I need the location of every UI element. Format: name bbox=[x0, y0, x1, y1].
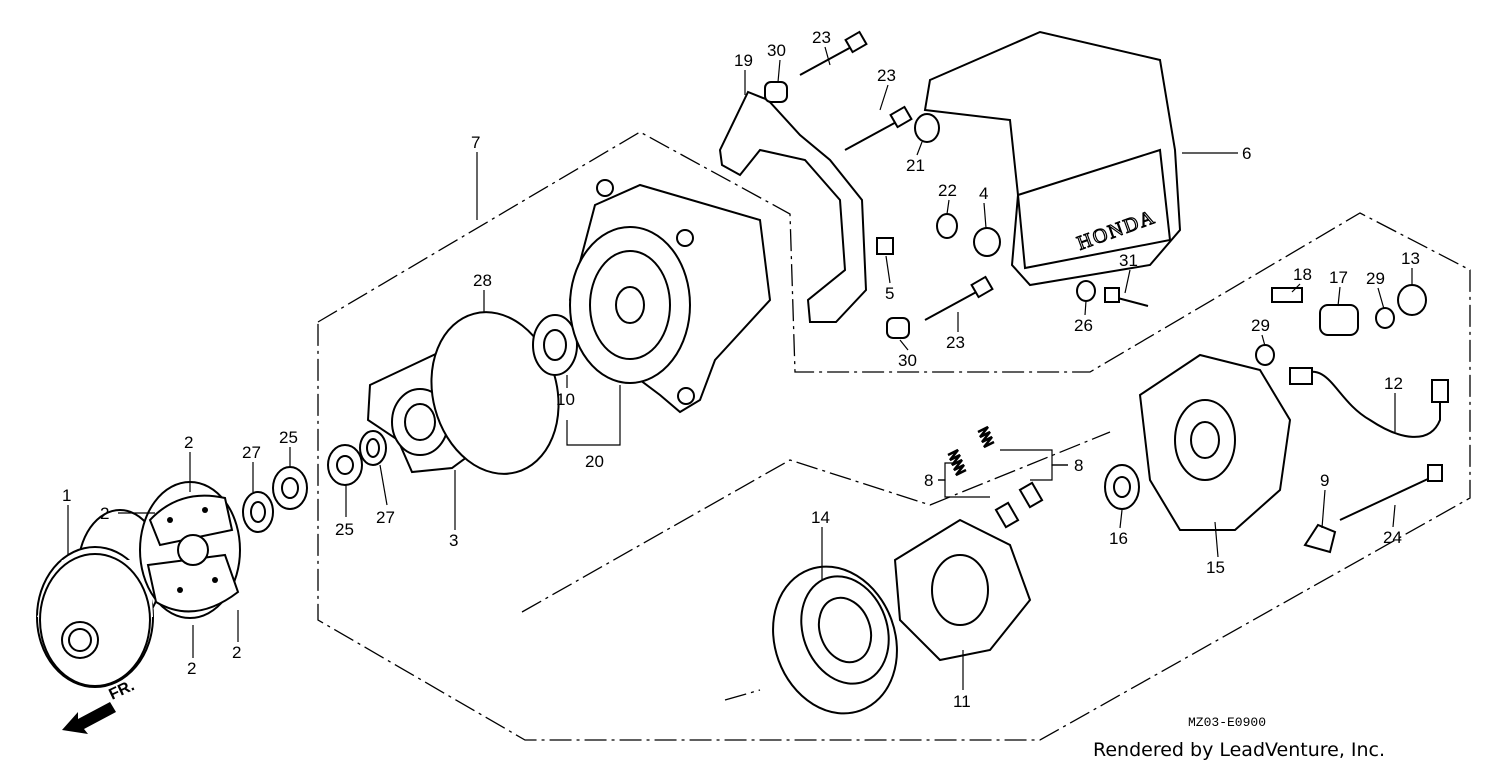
label-27b: 27 bbox=[376, 508, 395, 527]
small-fasteners bbox=[764, 81, 1149, 339]
label-30a: 30 bbox=[767, 41, 786, 60]
part-number-labels: 1 2 2 2 2 2 27 25 25 27 3 28 10 20 7 19 … bbox=[62, 28, 1420, 711]
label-8a: 8 bbox=[1074, 456, 1083, 475]
label-17: 17 bbox=[1329, 268, 1348, 287]
label-29a: 29 bbox=[1366, 269, 1385, 288]
regulator-hardware bbox=[1255, 284, 1449, 554]
label-31: 31 bbox=[1119, 251, 1138, 270]
bolts-part bbox=[799, 30, 994, 321]
label-18: 18 bbox=[1293, 265, 1312, 284]
label-23a: 23 bbox=[812, 28, 831, 47]
assembly-boundaries bbox=[317, 131, 1471, 741]
label-15: 15 bbox=[1206, 558, 1225, 577]
label-2a: 2 bbox=[184, 433, 193, 452]
label-21: 21 bbox=[906, 156, 925, 175]
credit-text: Rendered by LeadVenture, Inc. bbox=[1093, 739, 1385, 761]
label-20: 20 bbox=[585, 452, 604, 471]
label-4: 4 bbox=[979, 184, 988, 203]
label-2b: 2 bbox=[100, 504, 109, 523]
label-5: 5 bbox=[885, 284, 894, 303]
label-6: 6 bbox=[1242, 144, 1251, 163]
label-26: 26 bbox=[1074, 316, 1093, 335]
label-23b: 23 bbox=[877, 66, 896, 85]
front-cover-part bbox=[1138, 353, 1292, 531]
label-10: 10 bbox=[556, 390, 575, 409]
rectifier-part bbox=[893, 518, 1032, 662]
label-16: 16 bbox=[1109, 529, 1128, 548]
bearing-part bbox=[532, 314, 578, 376]
clutch-drum-part bbox=[36, 509, 163, 688]
label-27a: 27 bbox=[242, 443, 261, 462]
label-7: 7 bbox=[471, 133, 480, 152]
label-2d: 2 bbox=[232, 643, 241, 662]
stator-part bbox=[772, 565, 898, 715]
label-23c: 23 bbox=[946, 333, 965, 352]
washers-and-nuts bbox=[242, 430, 387, 533]
label-13: 13 bbox=[1401, 249, 1420, 268]
o-ring-part bbox=[430, 311, 560, 475]
label-9: 9 bbox=[1320, 471, 1329, 490]
label-1: 1 bbox=[62, 486, 71, 505]
label-8b: 8 bbox=[924, 471, 933, 490]
label-22: 22 bbox=[938, 181, 957, 200]
label-25b: 25 bbox=[335, 520, 354, 539]
bracket-part bbox=[718, 90, 868, 323]
rear-cover-part bbox=[568, 179, 772, 414]
brush-springs-part bbox=[947, 425, 1044, 529]
label-29b: 29 bbox=[1251, 316, 1270, 335]
label-3: 3 bbox=[449, 531, 458, 550]
diagram-code: MZ03-E0900 bbox=[1188, 715, 1266, 730]
label-19: 19 bbox=[734, 51, 753, 70]
clutch-shoes-part bbox=[139, 481, 241, 619]
label-25a: 25 bbox=[279, 428, 298, 447]
label-2c: 2 bbox=[187, 659, 196, 678]
label-14: 14 bbox=[811, 508, 830, 527]
label-11: 11 bbox=[953, 692, 971, 711]
leader-lines bbox=[67, 46, 1413, 690]
front-bearing-part bbox=[1104, 464, 1140, 510]
label-30b: 30 bbox=[898, 351, 917, 370]
label-28: 28 bbox=[473, 271, 492, 290]
cover-part: HONDA bbox=[923, 30, 1182, 287]
label-24: 24 bbox=[1383, 528, 1402, 547]
label-12: 12 bbox=[1384, 374, 1403, 393]
